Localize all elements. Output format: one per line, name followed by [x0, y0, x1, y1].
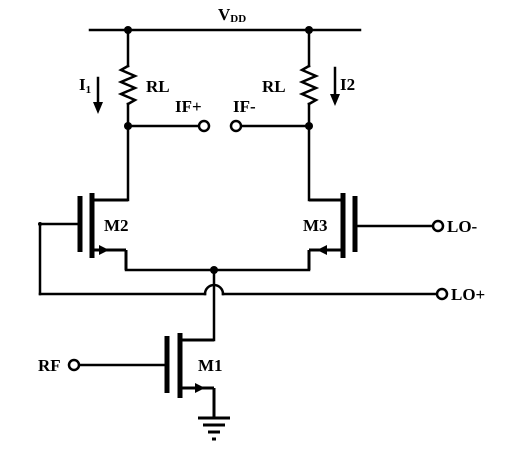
m1-label: M1 — [198, 356, 223, 375]
i1-arrow-icon — [93, 102, 103, 114]
if-minus-label: IF- — [233, 97, 256, 116]
i2-arrow-icon — [330, 94, 340, 106]
if-minus-terminal-icon — [229, 119, 243, 133]
rf-terminal-icon — [67, 358, 81, 372]
rf-label: RF — [38, 356, 61, 375]
if-plus-terminal-icon — [197, 119, 211, 133]
i1-label: I1 — [79, 75, 91, 96]
lo-plus-label: LO+ — [451, 285, 485, 304]
m3-label: M3 — [303, 216, 328, 235]
lo-plus-terminal-icon — [435, 287, 449, 301]
vdd-label: VDD — [218, 5, 246, 25]
lo-minus-label: LO- — [447, 217, 478, 236]
rl-left-label: RL — [146, 77, 170, 96]
rl-right-label: RL — [262, 77, 286, 96]
m2-label: M2 — [104, 216, 129, 235]
if-plus-label: IF+ — [175, 97, 202, 116]
ground-icon — [198, 416, 230, 441]
i2-label: I2 — [340, 75, 355, 94]
resistor-icon — [298, 64, 320, 106]
nmos-transistor-icon — [164, 333, 216, 418]
resistor-icon — [117, 64, 139, 106]
nmos-transistor-icon — [307, 193, 358, 270]
lo-minus-terminal-icon — [431, 219, 445, 233]
